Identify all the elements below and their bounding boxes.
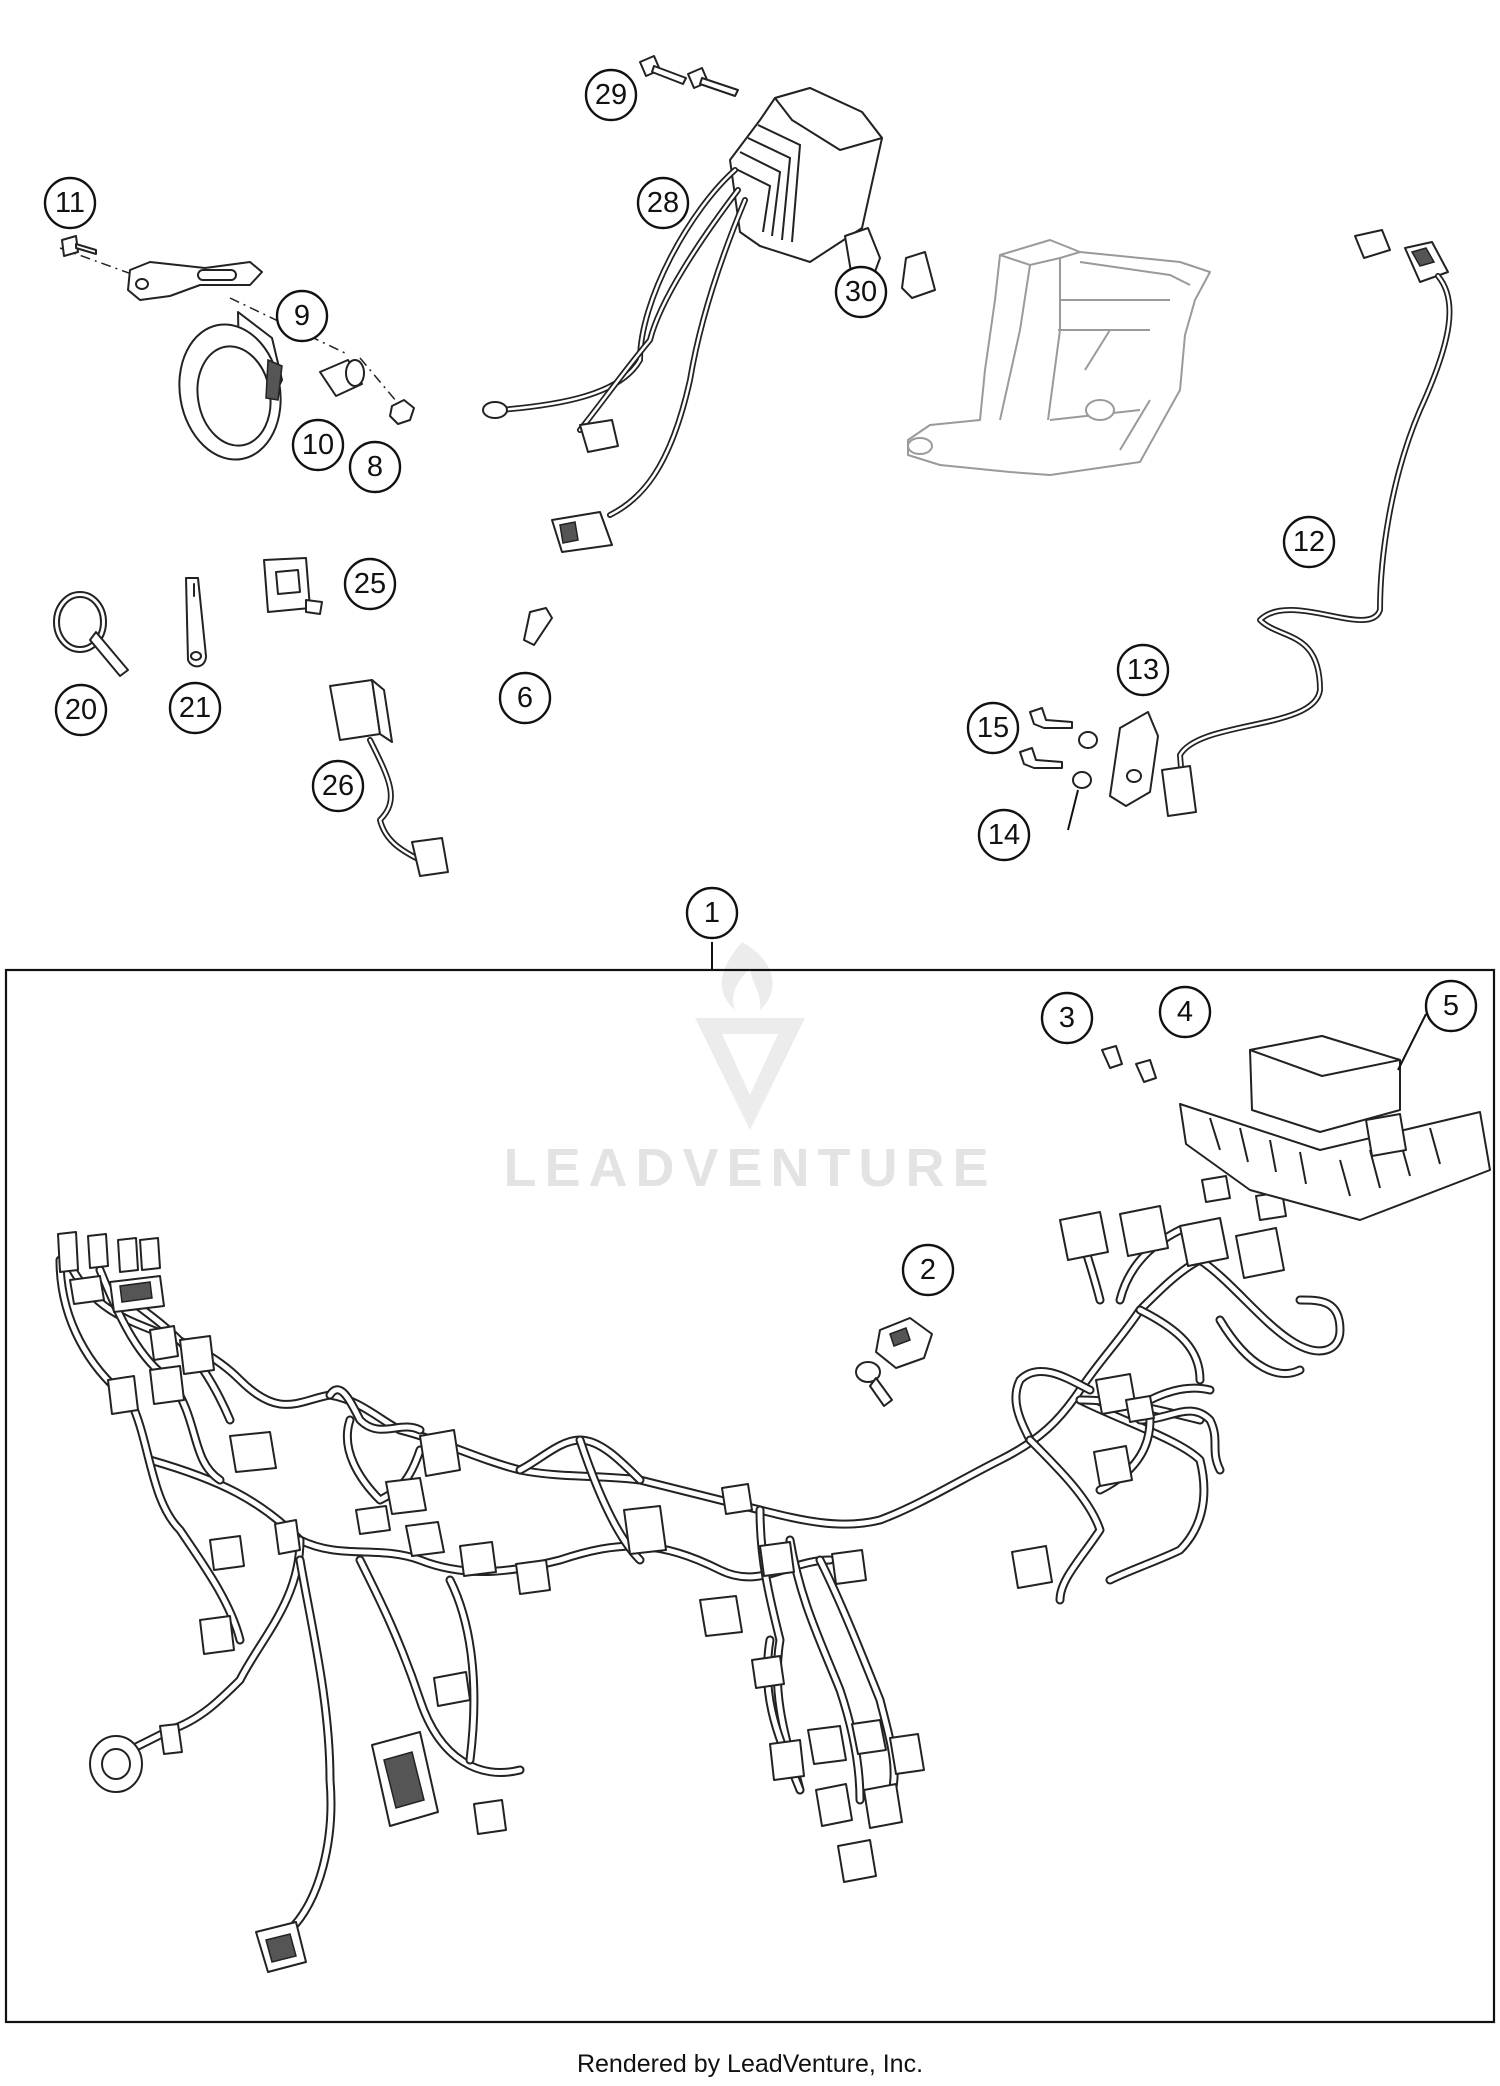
horn-bracket-group — [59, 235, 415, 461]
svg-text:28: 28 — [647, 187, 679, 219]
nut-part-8 — [389, 399, 415, 425]
svg-text:1: 1 — [704, 897, 720, 929]
watermark-logo — [695, 942, 805, 1130]
nut-part-14b — [1072, 771, 1092, 789]
spacer-part-10 — [319, 359, 365, 397]
nut-part-14a — [1078, 731, 1098, 749]
svg-text:14: 14 — [988, 819, 1020, 851]
callout-5[interactable]: 5 — [1424, 979, 1478, 1033]
callout-13[interactable]: 13 — [1116, 643, 1170, 697]
svg-text:25: 25 — [354, 568, 386, 600]
clip-part-30b — [901, 251, 936, 299]
sensor-part-13 — [1109, 711, 1159, 807]
callout-15[interactable]: 15 — [966, 701, 1020, 755]
svg-text:21: 21 — [179, 692, 211, 724]
callout-5-leader — [1397, 1013, 1427, 1071]
callout-26[interactable]: 26 — [311, 759, 365, 813]
callout-2[interactable]: 2 — [901, 1243, 955, 1297]
svg-text:11: 11 — [55, 187, 85, 219]
callout-3[interactable]: 3 — [1040, 991, 1094, 1045]
svg-text:2: 2 — [920, 1254, 936, 1286]
fuse-box-part-5 — [1179, 1035, 1491, 1221]
callout-1[interactable]: 1 — [685, 886, 739, 940]
connector-housing-part-2 — [875, 1317, 933, 1369]
sensor-hole — [1126, 769, 1142, 783]
subframe-ghost — [907, 239, 1211, 476]
svg-text:20: 20 — [65, 694, 97, 726]
harness-connectors — [57, 1175, 1287, 1973]
holder-part-25 — [263, 557, 323, 615]
wiring-harness — [55, 1215, 1345, 1935]
svg-text:30: 30 — [845, 276, 877, 308]
callout-9[interactable]: 9 — [275, 289, 329, 343]
callout-30[interactable]: 30 — [834, 265, 888, 319]
callout-10[interactable]: 10 — [291, 418, 345, 472]
callout-28[interactable]: 28 — [636, 176, 690, 230]
sensor-cable-group — [1019, 229, 1453, 831]
callout-20[interactable]: 20 — [54, 683, 108, 737]
svg-text:5: 5 — [1443, 990, 1459, 1022]
svg-text:13: 13 — [1127, 654, 1159, 686]
bracket-hole — [135, 278, 149, 290]
svg-text:4: 4 — [1177, 996, 1193, 1028]
misc-parts-group — [53, 557, 449, 877]
callout-11[interactable]: 11 — [43, 176, 97, 230]
contact-part-3 — [1101, 1045, 1123, 1069]
screw-part-29 — [639, 55, 739, 97]
svg-text:8: 8 — [367, 451, 383, 483]
kit-frame — [4, 968, 1496, 2024]
callout-4[interactable]: 4 — [1158, 985, 1212, 1039]
sensor-connector — [1161, 765, 1197, 817]
horn-bracket — [127, 261, 263, 301]
callout-21[interactable]: 21 — [168, 681, 222, 735]
relay-part-26 — [329, 679, 449, 877]
cable-tie-part-20 — [53, 591, 129, 677]
callout-8[interactable]: 8 — [348, 440, 402, 494]
small-connector — [579, 419, 619, 453]
horn-part — [178, 311, 283, 461]
cable-strap-part-21 — [185, 577, 207, 668]
callout-14[interactable]: 14 — [977, 808, 1031, 862]
svg-text:10: 10 — [302, 429, 334, 461]
callout-25[interactable]: 25 — [343, 557, 397, 611]
svg-text:12: 12 — [1293, 526, 1325, 558]
callout-29[interactable]: 29 — [584, 68, 638, 122]
ring-terminal — [482, 401, 508, 419]
svg-text:6: 6 — [517, 682, 533, 714]
screw-part-15b — [1019, 747, 1063, 769]
regulator-fins — [733, 124, 802, 243]
svg-text:29: 29 — [595, 79, 627, 111]
svg-text:3: 3 — [1059, 1002, 1075, 1034]
callout-6[interactable]: 6 — [498, 671, 552, 725]
screw-part-15a — [1029, 707, 1073, 729]
callout-12[interactable]: 12 — [1282, 515, 1336, 569]
watermark: LEADVENTURE — [503, 942, 996, 1198]
svg-text:9: 9 — [294, 300, 310, 332]
svg-text:26: 26 — [322, 770, 354, 802]
contact-part-4 — [1135, 1059, 1157, 1083]
bracket-slot — [197, 269, 237, 281]
footer-credit: Rendered by LeadVenture, Inc. — [576, 2050, 924, 2078]
svg-text:15: 15 — [977, 712, 1009, 744]
regulator-group — [482, 55, 936, 646]
pin-part-6 — [523, 607, 553, 646]
screw-part-11 — [61, 235, 97, 257]
watermark-text: LEADVENTURE — [503, 1138, 996, 1198]
plug-part-12a — [1354, 229, 1391, 259]
